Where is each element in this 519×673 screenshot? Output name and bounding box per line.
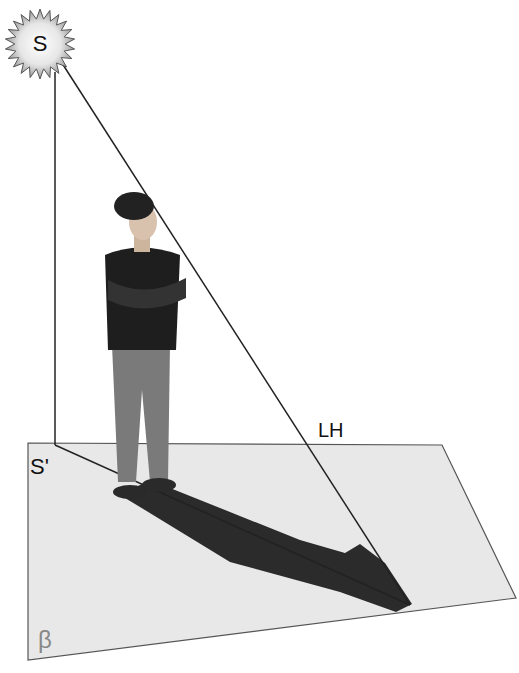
point-label: S [33,33,48,55]
horizon-label: LH [318,420,344,440]
shadow-line [55,445,410,605]
ground-plane [28,443,516,660]
vertical-ray [54,72,56,445]
person [105,192,186,499]
light-ray [60,60,410,605]
point-label: S' [30,456,49,478]
shadow [120,480,412,612]
plane-label: β [38,628,52,652]
sun-node: S [4,6,76,82]
